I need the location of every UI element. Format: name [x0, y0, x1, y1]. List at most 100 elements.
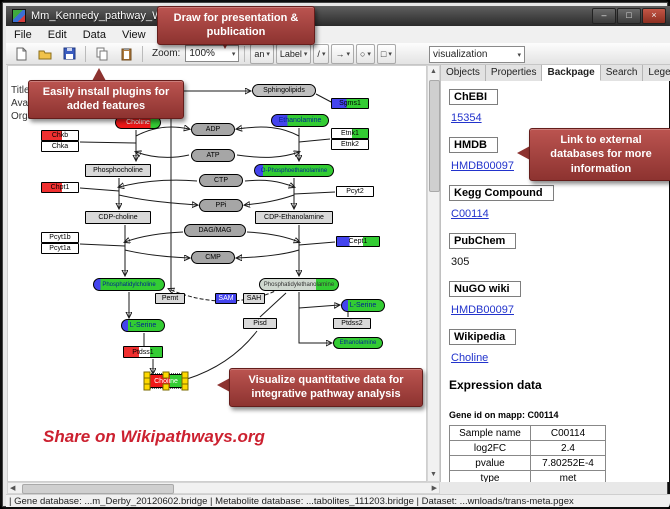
- pathway-node-ethanolamine[interactable]: Ethanolamine: [271, 114, 329, 127]
- pathway-node-phosphatidylcholine[interactable]: Phosphatidylcholine: [93, 278, 165, 291]
- title-bar[interactable]: Mm_Kennedy_pathway_WP1771_45176.gp... – …: [6, 6, 670, 26]
- tab-properties[interactable]: Properties: [485, 65, 543, 81]
- pathway-node-pcyt1a[interactable]: Pcyt1a: [41, 243, 79, 254]
- scroll-left-icon[interactable]: ◀: [10, 485, 16, 492]
- toolbar-separator: [142, 45, 143, 62]
- line-tool-icon: /: [317, 48, 320, 59]
- new-file-icon: [16, 47, 26, 60]
- pathway-node-pemt[interactable]: Pemt: [155, 293, 185, 304]
- app-icon: [12, 9, 26, 23]
- backpage-header-nugo-wiki: NuGO wiki: [449, 281, 521, 297]
- pathway-node-sam[interactable]: SAM: [215, 293, 237, 304]
- pathway-node-phosphatidylethanolamine[interactable]: Phosphatidylethanolamine: [259, 278, 339, 291]
- pathway-node-o-phosphoethanolamine[interactable]: O-Phosphoethanolamine: [254, 164, 334, 177]
- menu-edit[interactable]: Edit: [47, 28, 67, 41]
- backpage-link-chebi[interactable]: 15354: [451, 112, 482, 124]
- backpage-link-nugo-wiki[interactable]: HMDB00097: [451, 304, 514, 316]
- chevron-down-icon: ▾: [303, 50, 308, 58]
- pathway-node-adp[interactable]: ADP: [191, 123, 235, 136]
- backpage-link-kegg-compound[interactable]: C00114: [451, 208, 489, 220]
- selection-handle[interactable]: [143, 383, 151, 391]
- tab-objects[interactable]: Objects: [441, 65, 486, 81]
- close-button[interactable]: ×: [642, 8, 666, 24]
- pathway-node-pisd[interactable]: Pisd: [243, 318, 277, 329]
- datanode-tool[interactable]: an▾: [250, 43, 274, 64]
- row-value: met: [530, 470, 606, 482]
- window-controls: – □ ×: [592, 8, 666, 24]
- datanode-tool-icon: an: [254, 48, 265, 59]
- chevron-down-icon: ▾: [266, 50, 270, 58]
- rect-tool[interactable]: □▾: [376, 43, 396, 64]
- tab-legend[interactable]: Legend: [643, 65, 670, 81]
- vertical-scrollbar[interactable]: ▲ ▼: [427, 65, 440, 482]
- arrow-tool[interactable]: →▾: [331, 43, 354, 64]
- zoom-label: Zoom:: [152, 48, 181, 59]
- selection-handle[interactable]: [162, 371, 170, 379]
- tab-backpage[interactable]: Backpage: [542, 65, 601, 81]
- pathway-node-sgms1[interactable]: Sgms1: [331, 98, 369, 109]
- pathway-node-cdp-ethanolamine[interactable]: CDP-Ethanolamine: [255, 211, 333, 224]
- backpage-header-chebi: ChEBI: [449, 89, 498, 105]
- scroll-down-icon[interactable]: ▼: [430, 471, 437, 478]
- chevron-down-icon: ▾: [517, 51, 521, 59]
- pathway-node-cmp[interactable]: CMP: [191, 251, 235, 264]
- pathway-node-atp[interactable]: ATP: [191, 149, 235, 162]
- row-label: pvalue: [449, 455, 531, 471]
- pathway-node-chka[interactable]: Chka: [41, 141, 79, 152]
- menu-view[interactable]: View: [121, 28, 146, 41]
- save-button[interactable]: [58, 44, 80, 64]
- pathway-node-pcyt1b[interactable]: Pcyt1b: [41, 232, 79, 243]
- menu-data[interactable]: Data: [82, 28, 106, 41]
- chevron-down-icon: ▾: [388, 50, 392, 58]
- horizontal-scrollbar[interactable]: ◀ ▶: [7, 482, 440, 494]
- pathway-node-pcyt2[interactable]: Pcyt2: [336, 186, 374, 197]
- new-button[interactable]: [10, 44, 32, 64]
- backpage-link-wikipedia[interactable]: Choline: [451, 352, 489, 364]
- paste-button[interactable]: [115, 44, 137, 64]
- minimize-button[interactable]: –: [592, 8, 616, 24]
- visualization-combobox[interactable]: visualization▾: [429, 46, 525, 63]
- pathway-node-dag-mag[interactable]: DAG/MAG: [184, 224, 246, 237]
- pathway-node-ctp[interactable]: CTP: [199, 174, 243, 187]
- selection-handle[interactable]: [162, 383, 170, 391]
- pathway-node-phosphocholine[interactable]: Phosphocholine: [85, 164, 151, 177]
- pathway-node-ethanolamine[interactable]: Ethanolamine: [333, 337, 383, 349]
- open-button[interactable]: [34, 44, 56, 64]
- pathway-node-chkb[interactable]: Chkb: [41, 130, 79, 141]
- scroll-up-icon[interactable]: ▲: [430, 68, 437, 75]
- menu-file[interactable]: File: [14, 28, 32, 41]
- row-label: type: [449, 470, 531, 482]
- label-tool[interactable]: Label▾: [275, 43, 312, 64]
- backpage-link-hmdb[interactable]: HMDB00097: [451, 160, 514, 172]
- pathway-node-chpt1[interactable]: Chpt1: [41, 182, 79, 193]
- oval-tool[interactable]: ○▾: [355, 43, 375, 64]
- pathway-node-ppi[interactable]: PPi: [199, 199, 243, 212]
- pathway-node-ptdss2[interactable]: Ptdss2: [333, 318, 371, 329]
- selection-handle[interactable]: [181, 383, 189, 391]
- pathway-node-choline[interactable]: Choline: [143, 371, 189, 391]
- open-folder-icon: [38, 50, 52, 59]
- zoom-combobox[interactable]: 100%▾: [185, 45, 240, 62]
- pathway-node-ptdss1[interactable]: Ptdss1: [123, 346, 163, 358]
- horizontal-scroll-thumb[interactable]: [22, 484, 174, 494]
- pathway-node-l-serine[interactable]: L-Serine: [341, 299, 385, 312]
- pathway-node-sah[interactable]: SAH: [243, 293, 265, 304]
- toolbar: Zoom: 100%▾ an▾Label▾/▾→▾○▾□▾ visualizat…: [6, 43, 670, 65]
- toolbar-separator: [244, 45, 246, 62]
- maximize-button[interactable]: □: [617, 8, 641, 24]
- pathway-node-sphingolipids[interactable]: Sphingolipids: [252, 84, 316, 97]
- scroll-right-icon[interactable]: ▶: [431, 485, 437, 492]
- copy-button[interactable]: [91, 44, 113, 64]
- tab-search[interactable]: Search: [600, 65, 644, 81]
- copy-icon: [96, 47, 107, 60]
- pathway-node-cdp-choline[interactable]: CDP-choline: [85, 211, 151, 224]
- line-tool[interactable]: /▾: [313, 43, 330, 64]
- pathway-node-l-serine[interactable]: L-Serine: [121, 319, 165, 332]
- pathway-node-etnk1[interactable]: Etnk1: [331, 128, 369, 139]
- pathway-node-etnk2[interactable]: Etnk2: [331, 139, 369, 150]
- vertical-scroll-thumb[interactable]: [429, 80, 440, 192]
- info-label: Organi: [11, 111, 42, 122]
- pathway-node-cept1[interactable]: Cept1: [336, 236, 380, 247]
